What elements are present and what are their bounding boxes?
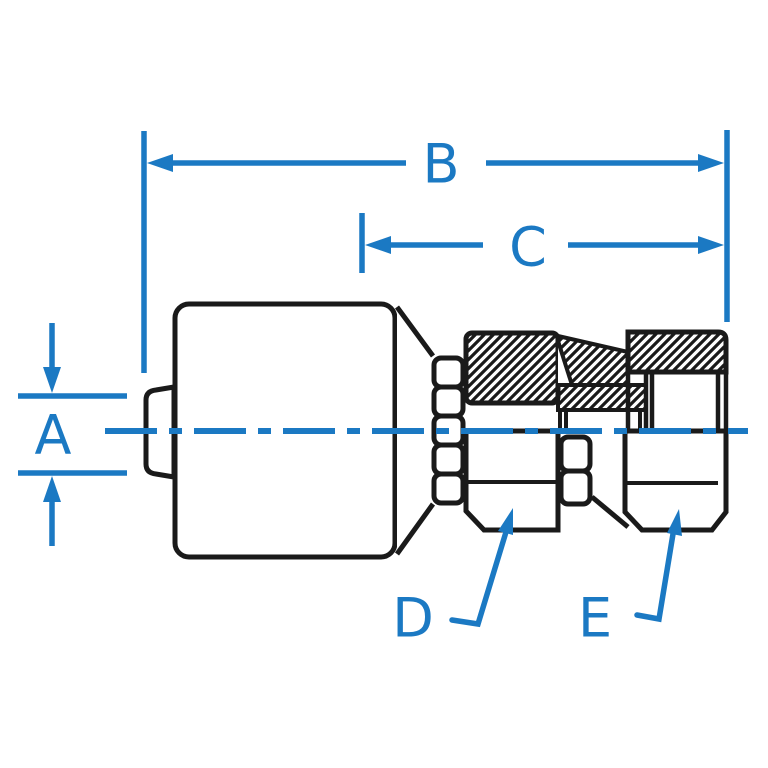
callout-e: E [578,509,682,650]
dimension-b: B [141,130,730,373]
nipple-cone-line [590,495,630,529]
callout-d-leader [449,529,509,628]
dim-c-arrow-right [698,236,724,254]
dimension-a: A [18,323,127,546]
dim-a-arrow-bottom-head [43,476,61,502]
callout-e-arrowhead [667,509,682,536]
dim-a-label: A [35,404,72,467]
shell-taper-lines [394,305,436,556]
dim-a-arrow-top-head [43,367,61,393]
dim-c-label: C [509,216,547,279]
dim-b-arrow-right [698,154,724,172]
callout-e-label: E [578,587,612,650]
callout-e-leader [634,531,676,623]
dim-c-arrow-left [365,236,391,254]
hose-stub [143,384,177,480]
swivel-nut-section-walls [625,340,729,431]
dimension-c: C [359,213,724,279]
callout-d-label: D [392,587,434,650]
callout-d: D [392,508,513,650]
hex-nut-section [463,330,561,406]
fitting-body [143,301,729,560]
swivel-nut-bottom [622,428,729,533]
dim-b-label: B [422,133,459,196]
nipple-tube-section [556,383,648,412]
callout-d-arrowhead [498,508,513,535]
small-serration [558,434,593,507]
tube-wall-lines [558,408,642,431]
swivel-nut-section [625,329,729,375]
nipple-notch-edge [556,340,574,386]
dim-b-arrow-left [147,154,173,172]
